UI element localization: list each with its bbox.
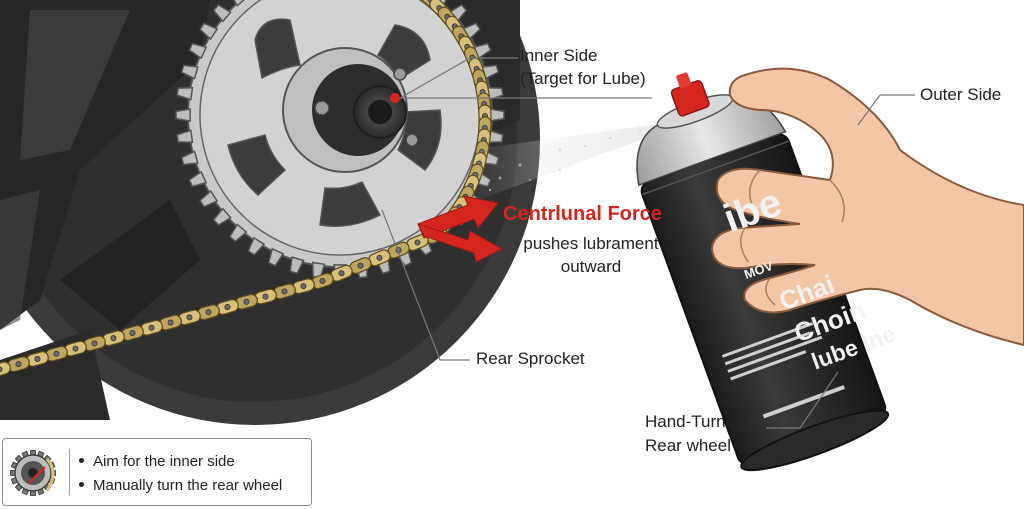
chain-link — [102, 330, 125, 347]
force-arrows — [417, 195, 504, 263]
chain-link — [254, 288, 277, 305]
inner-side-sublabel: (Target for Lube) — [520, 69, 646, 88]
leader-lines — [381, 57, 915, 429]
chain-link — [64, 340, 87, 357]
hand — [710, 67, 1024, 347]
outer-side-label: Outer Side — [920, 85, 1002, 104]
legend-item-turn-wheel: Manually turn the rear wheel — [79, 477, 282, 494]
sprocket-tooth — [289, 256, 305, 275]
bullet-icon — [79, 481, 84, 487]
tips-legend: Aim for the inner side Manually turn the… — [2, 438, 312, 506]
rear-sprocket-label: Rear Sprocket — [476, 349, 585, 368]
spray-mist — [462, 118, 700, 206]
sprocket-tooth — [489, 108, 505, 122]
force-description-line1: pushes lubrament — [523, 234, 659, 253]
inner-side-label: Inner Side — [520, 46, 598, 65]
rear-sprocket — [175, 0, 505, 280]
legend-item-inner-side: Aim for the inner side — [79, 453, 235, 470]
hand-turning-label: Hand-Turning — [645, 412, 749, 431]
chain-link — [0, 361, 11, 378]
legend-item-text: Aim for the inner side — [93, 453, 235, 470]
centrifugal-force-title: Centrlunal Force — [503, 203, 662, 225]
sprocket-tooth — [199, 22, 219, 41]
sprocket-tooth — [188, 42, 208, 60]
sprocket-tooth — [180, 64, 199, 80]
sprocket-tooth — [188, 170, 208, 188]
sprocket-chain-icon — [10, 450, 56, 496]
chain-link — [178, 309, 201, 326]
sprocket-tooth — [180, 150, 199, 166]
sprocket-tooth — [267, 247, 285, 267]
sprocket-tooth — [233, 0, 245, 7]
sprocket-tooth — [176, 129, 194, 144]
sprocket-tooth — [311, 261, 326, 279]
chain-link — [330, 264, 353, 282]
force-description-line2: outward — [560, 257, 622, 276]
sprocket-tooth — [247, 236, 266, 256]
sprocket-tooth — [212, 207, 232, 227]
sprocket-tooth — [228, 223, 248, 243]
sprocket-tooth — [212, 3, 232, 23]
chain-link — [235, 293, 258, 310]
hand-turning-sublabel: Rear wheel — [645, 436, 731, 455]
sprocket-tooth — [175, 108, 191, 122]
chain-link — [7, 356, 30, 373]
chain-link — [197, 304, 220, 321]
chain-link — [311, 272, 334, 290]
bullet-icon — [79, 457, 84, 463]
chain-link — [26, 351, 49, 367]
chain-link — [121, 325, 144, 341]
legend-item-text: Manually turn the rear wheel — [93, 477, 283, 494]
legend-divider — [69, 449, 70, 495]
chain-link — [368, 249, 391, 267]
sprocket-tooth — [199, 189, 219, 208]
sprocket-tooth — [176, 86, 194, 101]
chain-link — [387, 241, 410, 259]
